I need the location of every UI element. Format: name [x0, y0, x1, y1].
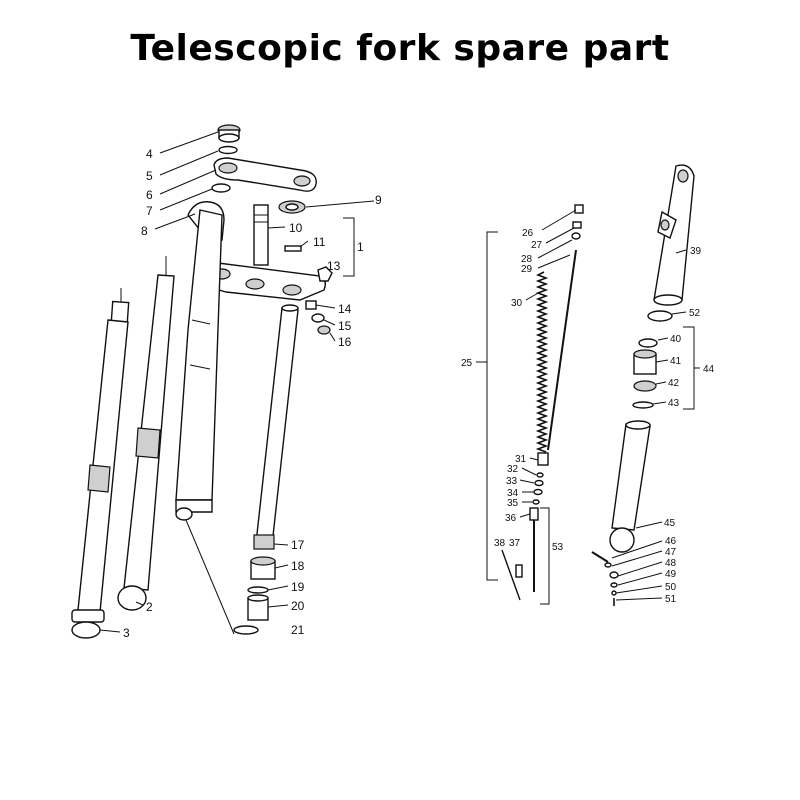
callout-14: 14 [338, 302, 352, 316]
callout-2: 2 [146, 600, 153, 614]
washer-small-part [311, 313, 325, 323]
callout-37: 37 [509, 538, 521, 549]
callout-30: 30 [511, 298, 523, 309]
callout-10: 10 [289, 221, 303, 235]
oil-seal-part [633, 380, 657, 392]
bearing-part [278, 200, 306, 214]
callout-36: 36 [505, 513, 517, 524]
fork-shroud-part [175, 201, 225, 521]
callout-7: 7 [146, 204, 153, 218]
nut-part-27 [572, 221, 582, 229]
guide-bush-part [633, 349, 657, 375]
callout-41: 41 [670, 356, 682, 367]
callout-39: 39 [690, 246, 702, 257]
callout-48: 48 [665, 558, 677, 569]
callout-32: 32 [507, 464, 519, 475]
callout-20: 20 [291, 599, 305, 613]
lower-yoke-part [207, 261, 327, 301]
callout-21: 21 [291, 623, 305, 637]
sleeve-part [247, 594, 269, 621]
nut-small-part [317, 325, 331, 335]
nut-part [317, 266, 333, 282]
callout-19: 19 [291, 580, 305, 594]
callout-18: 18 [291, 559, 305, 573]
callout-47: 47 [665, 547, 677, 558]
callout-33: 33 [506, 476, 518, 487]
callout-15: 15 [338, 319, 352, 333]
bushing-part [250, 556, 276, 580]
upper-fork-tube-part [653, 164, 695, 306]
seal-part [233, 625, 259, 635]
upper-yoke-part [213, 157, 317, 192]
callout-3: 3 [123, 626, 130, 640]
pinch-bolt-part [591, 551, 609, 563]
fork-tube-outer-left [71, 288, 130, 639]
callout-49: 49 [665, 569, 677, 580]
bolt-part [284, 245, 302, 252]
callout-46: 46 [665, 536, 677, 547]
washer-part-43 [632, 401, 654, 409]
ring-part [211, 183, 231, 193]
steering-stem-part [253, 204, 269, 266]
callout-9: 9 [375, 193, 382, 207]
callout-5: 5 [146, 169, 153, 183]
lower-slider-part [609, 420, 651, 553]
callout-38: 38 [494, 538, 506, 549]
callout-13: 13 [327, 259, 341, 273]
screw-part [305, 300, 317, 310]
circlip-part [247, 586, 269, 594]
fork-tube-inner-left [117, 256, 175, 611]
piston-part [529, 507, 539, 521]
spring-part [535, 271, 549, 453]
callout-17: 17 [291, 538, 305, 552]
callout-29: 29 [521, 264, 533, 275]
callout-16: 16 [338, 335, 352, 349]
callout-53: 53 [552, 542, 564, 553]
callout-31: 31 [515, 454, 527, 465]
callout-51: 51 [665, 594, 677, 605]
callout-45: 45 [664, 518, 676, 529]
callout-4: 4 [146, 147, 153, 161]
callout-40: 40 [670, 334, 682, 345]
callout-42: 42 [668, 378, 680, 389]
callout-50: 50 [665, 582, 677, 593]
callout-27: 27 [531, 240, 543, 251]
callout-25: 25 [461, 358, 473, 369]
callout-44: 44 [703, 364, 715, 375]
damper-rod-part [547, 249, 577, 451]
dust-seal-part [647, 310, 673, 322]
callout-28: 28 [521, 254, 533, 265]
callout-1: 1 [357, 240, 364, 254]
valve-part [537, 452, 549, 466]
page-title: Telescopic fork spare part [130, 28, 670, 69]
cap-part [574, 204, 584, 214]
top-nut-part [217, 124, 241, 143]
callout-26: 26 [522, 228, 534, 239]
circlip-part-40 [638, 338, 658, 348]
callout-11: 11 [313, 235, 326, 249]
callout-52: 52 [689, 308, 701, 319]
washer-part [218, 145, 238, 155]
callout-35: 35 [507, 498, 519, 509]
callout-43: 43 [668, 398, 680, 409]
callout-6: 6 [146, 188, 153, 202]
callout-8: 8 [141, 224, 148, 238]
callout-34: 34 [507, 488, 519, 499]
fork-slider-right [253, 304, 299, 550]
rod-small-part [501, 549, 521, 601]
